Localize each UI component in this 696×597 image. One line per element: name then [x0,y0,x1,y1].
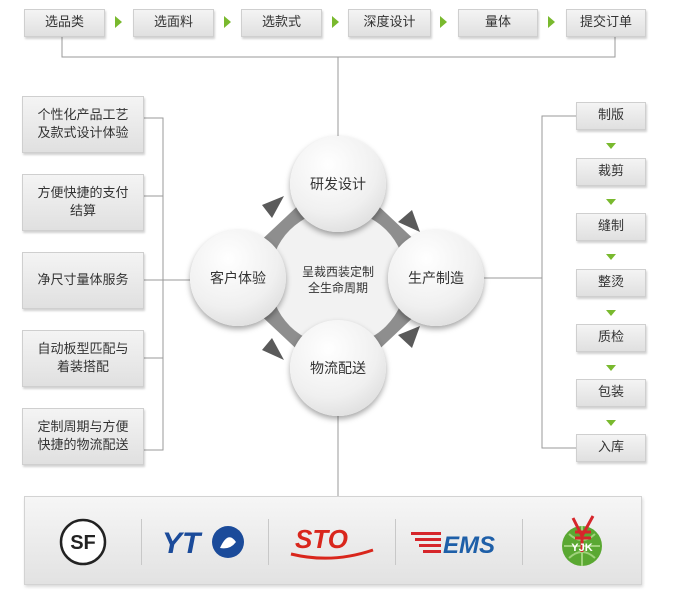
svg-text:YT: YT [162,527,203,560]
cycle-node-design: 研发设计 [290,136,386,232]
cycle-node-logistics: 物流配送 [290,320,386,416]
svg-text:EMS: EMS [443,532,495,559]
step-label: 量体 [484,15,511,30]
chevron-down-icon [606,310,616,316]
step-label: 选面料 [153,15,193,30]
sf-express-icon: SF [59,518,107,565]
process-warehousing: 入库 [576,434,646,462]
step-measure[interactable]: 量体 [458,9,538,37]
process-inspection: 质检 [576,324,646,352]
cycle-node-customer: 客户体验 [190,230,286,326]
feature-label: 自动板型匹配与着装搭配 [37,341,129,375]
feature-label: 方便快捷的支付结算 [37,185,129,219]
logistics-logo-panel: SF YT STO EMS [24,496,642,585]
step-style[interactable]: 选款式 [241,9,322,37]
yjk-icon: YJK [562,514,602,566]
process-label: 缝制 [597,219,624,234]
chevron-down-icon [606,143,616,149]
process-label: 质检 [597,330,624,345]
svg-text:SF: SF [70,532,96,554]
ems-logo: EMS [396,497,522,586]
cycle-node-production: 生产制造 [388,230,484,326]
feature-design-experience: 个性化产品工艺及款式设计体验 [22,96,144,153]
step-submit-order[interactable]: 提交订单 [566,9,646,37]
chevron-right-icon [115,16,122,28]
chevron-down-icon [606,365,616,371]
chevron-right-icon [548,16,555,28]
yto-express-logo: YT [142,497,268,586]
sf-express-logo: SF [25,497,141,586]
cycle-ring [221,168,455,388]
cycle-label: 生产制造 [408,271,464,287]
cycle-label: 客户体验 [210,271,266,287]
yjk-logo: YJK [523,497,641,586]
feature-payment: 方便快捷的支付结算 [22,174,144,231]
chevron-down-icon [606,199,616,205]
sto-express-logo: STO [269,497,395,586]
cycle-center-line1: 呈裁西装定制 [301,265,374,279]
step-fabric[interactable]: 选面料 [133,9,214,37]
process-label: 包装 [597,385,624,400]
process-sewing: 缝制 [576,213,646,241]
cycle-label: 物流配送 [310,361,366,377]
cycle-center-label: 呈裁西装定制 全生命周期 [288,264,388,296]
feature-label: 个性化产品工艺及款式设计体验 [37,107,129,141]
logo-divider [141,519,142,565]
process-packaging: 包装 [576,379,646,407]
process-ironing: 整烫 [576,269,646,297]
logo-divider [268,519,269,565]
chevron-right-icon [440,16,447,28]
cycle-center-line2: 全生命周期 [307,281,368,295]
logo-divider [522,519,523,565]
feature-label: 净尺寸量体服务 [37,272,129,288]
process-cutting: 裁剪 [576,158,646,186]
svg-text:YJK: YJK [571,542,592,554]
step-deep-design[interactable]: 深度设计 [348,9,431,37]
feature-delivery: 定制周期与方便快捷的物流配送 [22,408,144,465]
process-label: 入库 [597,440,624,455]
process-label: 裁剪 [597,164,624,179]
step-label: 选款式 [261,15,301,30]
feature-label: 定制周期与方便快捷的物流配送 [37,419,129,453]
process-pattern-making: 制版 [576,102,646,130]
chevron-down-icon [606,420,616,426]
step-label: 深度设计 [363,15,416,30]
process-label: 制版 [597,108,624,123]
logo-divider [395,519,396,565]
sto-express-icon: STO [290,524,374,560]
feature-measurement: 净尺寸量体服务 [22,252,144,309]
chevron-right-icon [332,16,339,28]
cycle-label: 研发设计 [310,177,366,193]
feature-pattern-matching: 自动板型匹配与着装搭配 [22,330,144,387]
cycle-arrows [262,196,420,360]
process-label: 整烫 [597,275,624,290]
step-label: 提交订单 [579,15,632,30]
yto-express-icon: YT [162,525,244,560]
chevron-down-icon [606,254,616,260]
ems-icon: EMS [411,531,495,559]
step-label: 选品类 [44,15,84,30]
step-category[interactable]: 选品类 [24,9,105,37]
svg-text:STO: STO [295,524,348,554]
chevron-right-icon [224,16,231,28]
